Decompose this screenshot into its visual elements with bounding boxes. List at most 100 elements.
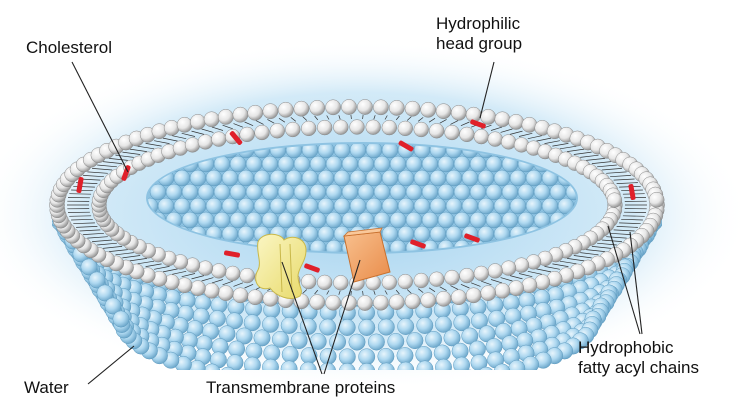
inner-head-ball (286, 170, 302, 186)
inner-head-ball (286, 198, 302, 214)
inner-head-ball (246, 184, 262, 200)
inner-head-ball (254, 170, 270, 186)
inner-head-ball (438, 212, 454, 228)
inner-head-ball (302, 226, 318, 242)
inner-head-ball (350, 142, 366, 158)
inner-head-ball (270, 170, 286, 186)
head-group-ball (263, 104, 278, 119)
inner-head-ball (542, 198, 558, 214)
inner-head-ball (358, 184, 374, 200)
head-group-ball (514, 258, 529, 273)
inner-head-ball (342, 184, 358, 200)
head-group-ball (466, 288, 481, 303)
head-group-ball (359, 349, 375, 365)
inner-head-ball (262, 156, 278, 172)
inner-head-ball (454, 184, 470, 200)
head-group-ball (373, 295, 388, 310)
label-hydrophilic-head-group: Hydrophilic head group (436, 14, 522, 54)
inner-head-ball (510, 170, 526, 186)
head-group-ball (164, 120, 179, 135)
head-group-ball (301, 347, 317, 363)
inner-head-ball (390, 184, 406, 200)
inner-head-ball (190, 198, 206, 214)
head-group-ball (240, 127, 255, 142)
head-group-ball (649, 192, 664, 207)
inner-head-ball (382, 170, 398, 186)
inner-head-ball (334, 170, 350, 186)
inner-head-ball (174, 170, 190, 186)
head-group-ball (414, 122, 429, 137)
inner-head-ball (246, 156, 262, 172)
inner-head-ball (326, 184, 342, 200)
inner-head-ball (478, 170, 494, 186)
head-group-ball (535, 275, 550, 290)
inner-head-ball (550, 184, 566, 200)
inner-head-ball (326, 212, 342, 228)
head-group-ball (339, 319, 355, 335)
label-hydrophobic-line2: fatty acyl chains (578, 358, 699, 378)
inner-head-ball (430, 226, 446, 242)
inner-head-ball (318, 198, 334, 214)
head-group-ball (495, 112, 510, 127)
inner-head-ball (310, 184, 326, 200)
inner-head-ball (238, 226, 254, 242)
inner-head-ball (342, 212, 358, 228)
head-group-ball (445, 125, 460, 140)
head-group-ball (460, 268, 475, 283)
inner-head-ball (230, 212, 246, 228)
inner-head-ball (374, 184, 390, 200)
head-group-ball (405, 101, 420, 116)
inner-head-ball (358, 156, 374, 172)
head-group-ball (310, 100, 325, 115)
label-transmembrane-proteins: Transmembrane proteins (206, 378, 395, 398)
head-group-ball (436, 104, 451, 119)
inner-head-ball (278, 212, 294, 228)
inner-head-ball (366, 198, 382, 214)
acyl-chain (363, 291, 364, 295)
inner-head-ball (438, 156, 454, 172)
inner-head-ball (182, 184, 198, 200)
head-group-ball (248, 290, 263, 305)
inner-head-ball (382, 226, 398, 242)
head-group-ball (113, 311, 129, 327)
inner-head-ball (422, 156, 438, 172)
acyl-chain (351, 291, 352, 295)
inner-head-ball (502, 212, 518, 228)
inner-head-ball (486, 156, 502, 172)
inner-head-ball (526, 170, 542, 186)
label-hydrophilic-line1: Hydrophilic (436, 14, 522, 34)
head-group-ball (474, 266, 489, 281)
head-group-ball (501, 261, 516, 276)
inner-head-ball (262, 212, 278, 228)
inner-head-ball (174, 198, 190, 214)
head-group-ball (368, 334, 384, 350)
head-group-ball (451, 105, 466, 120)
inner-head-ball (518, 184, 534, 200)
inner-head-ball (398, 198, 414, 214)
inner-head-ball (422, 184, 438, 200)
head-group-ball (389, 295, 404, 310)
head-group-ball (501, 135, 516, 150)
inner-head-ball (302, 170, 318, 186)
acyl-chain (69, 194, 91, 195)
inner-head-ball (470, 212, 486, 228)
inner-head-ball (470, 184, 486, 200)
inner-head-ball (334, 198, 350, 214)
head-group-ball (177, 117, 192, 132)
inner-head-ball (222, 198, 238, 214)
head-group-ball (282, 346, 298, 362)
inner-head-ball (310, 212, 326, 228)
head-group-ball (285, 122, 300, 137)
inner-head-ball (334, 142, 350, 158)
head-group-ball (218, 109, 233, 124)
head-group-ball (333, 120, 348, 135)
inner-head-ball (190, 170, 206, 186)
head-group-ball (495, 283, 510, 298)
head-group-ball (177, 278, 192, 293)
head-group-ball (204, 283, 219, 298)
head-group-ball (407, 332, 423, 348)
inner-head-ball (158, 198, 174, 214)
head-group-ball (341, 99, 356, 114)
inner-head-ball (262, 184, 278, 200)
